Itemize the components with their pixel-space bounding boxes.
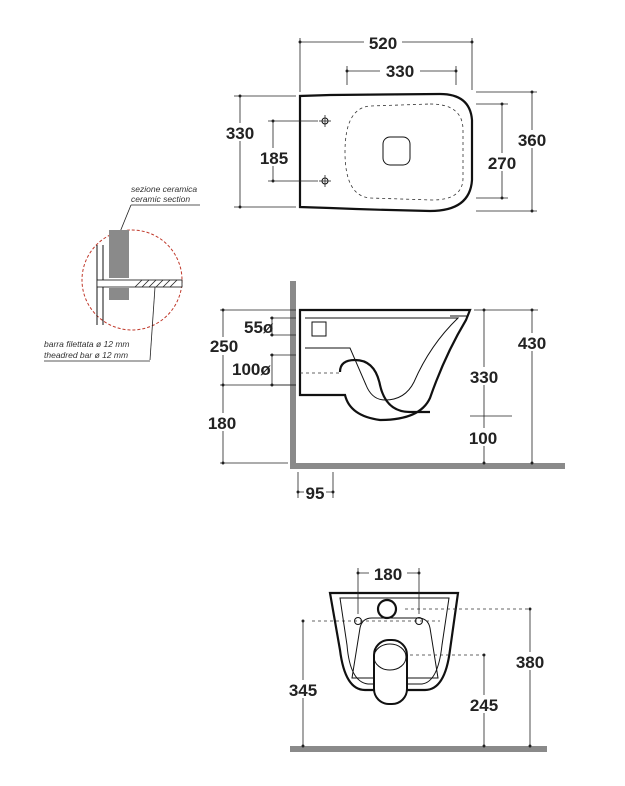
dim-250: 250 (205, 308, 296, 387)
label-ceramic-it: sezione ceramica (131, 184, 197, 194)
dim-520-label: 520 (369, 34, 397, 53)
dim-245: 245 (464, 653, 504, 748)
dim-330-top-label: 330 (386, 62, 414, 81)
detail-section: sezione ceramica ceramic section barra f… (44, 184, 200, 362)
dim-520: 520 (298, 32, 474, 92)
dim-180-side: 180 (205, 385, 288, 465)
dim-95: 95 (296, 472, 335, 503)
dim-330-side-label: 330 (470, 368, 498, 387)
dim-380-label: 380 (516, 653, 544, 672)
rear-view-inner-outline (339, 597, 450, 685)
dim-95-label: 95 (306, 484, 325, 503)
top-view-outlet-square (382, 136, 411, 166)
dim-330-left: 330 (221, 94, 296, 209)
dim-245-label: 245 (470, 696, 498, 715)
dim-185-label: 185 (260, 149, 288, 168)
dim-345-label: 345 (289, 681, 317, 700)
dim-250-label: 250 (210, 337, 238, 356)
side-wall (290, 281, 296, 469)
side-view: 250 180 55ø 100ø 430 (205, 281, 565, 503)
side-floor (290, 463, 565, 469)
dim-430: 430 (474, 308, 553, 465)
label-bar-en: theadred bar ø 12 mm (44, 350, 128, 360)
rear-view-outline (328, 591, 460, 692)
dim-55: 55ø (244, 316, 296, 337)
dim-100-dia-label: 100ø (232, 360, 271, 379)
dim-380: 380 (511, 607, 551, 748)
side-view-inner-bowl (305, 317, 460, 401)
dim-180-side-label: 180 (208, 414, 236, 433)
rear-view-bowl-opening (351, 617, 439, 679)
dim-345: 345 (284, 619, 322, 748)
side-view-trap (338, 358, 430, 414)
rear-view-outlet (373, 639, 408, 705)
rear-floor (290, 746, 547, 752)
dim-330-left-label: 330 (226, 124, 254, 143)
dim-185: 185 (255, 119, 318, 183)
top-view: 520 330 330 185 (221, 32, 552, 213)
dim-180-rear: 180 (356, 565, 421, 614)
rear-view-outlet-ring (373, 643, 407, 671)
dim-360-label: 360 (518, 131, 546, 150)
dim-430-label: 430 (518, 334, 546, 353)
dim-360: 360 (476, 90, 552, 213)
detail-ceramic (109, 230, 129, 278)
rear-view: 180 345 380 245 (284, 565, 551, 752)
label-ceramic-en: ceramic section (131, 194, 190, 204)
dim-100-side-label: 100 (469, 429, 497, 448)
top-view-bolt-holes (319, 115, 331, 187)
dim-330-side: 330 100 (464, 308, 512, 465)
label-bar-it: barra filettata ø 12 mm (44, 339, 130, 349)
dim-100-dia: 100ø (232, 353, 340, 387)
dim-180-rear-label: 180 (374, 565, 402, 584)
detail-ceramic-lower (109, 288, 129, 300)
dim-270: 270 (476, 102, 522, 200)
top-view-bowl-outline (298, 92, 474, 213)
side-view-inlet (311, 321, 327, 337)
dim-330-top: 330 (345, 61, 458, 85)
top-view-inner-bowl (344, 103, 464, 201)
dim-270-label: 270 (488, 154, 516, 173)
detail-threaded-bar (96, 279, 183, 288)
rear-view-inlet-circle (376, 598, 398, 620)
dim-55-label: 55ø (244, 318, 274, 337)
